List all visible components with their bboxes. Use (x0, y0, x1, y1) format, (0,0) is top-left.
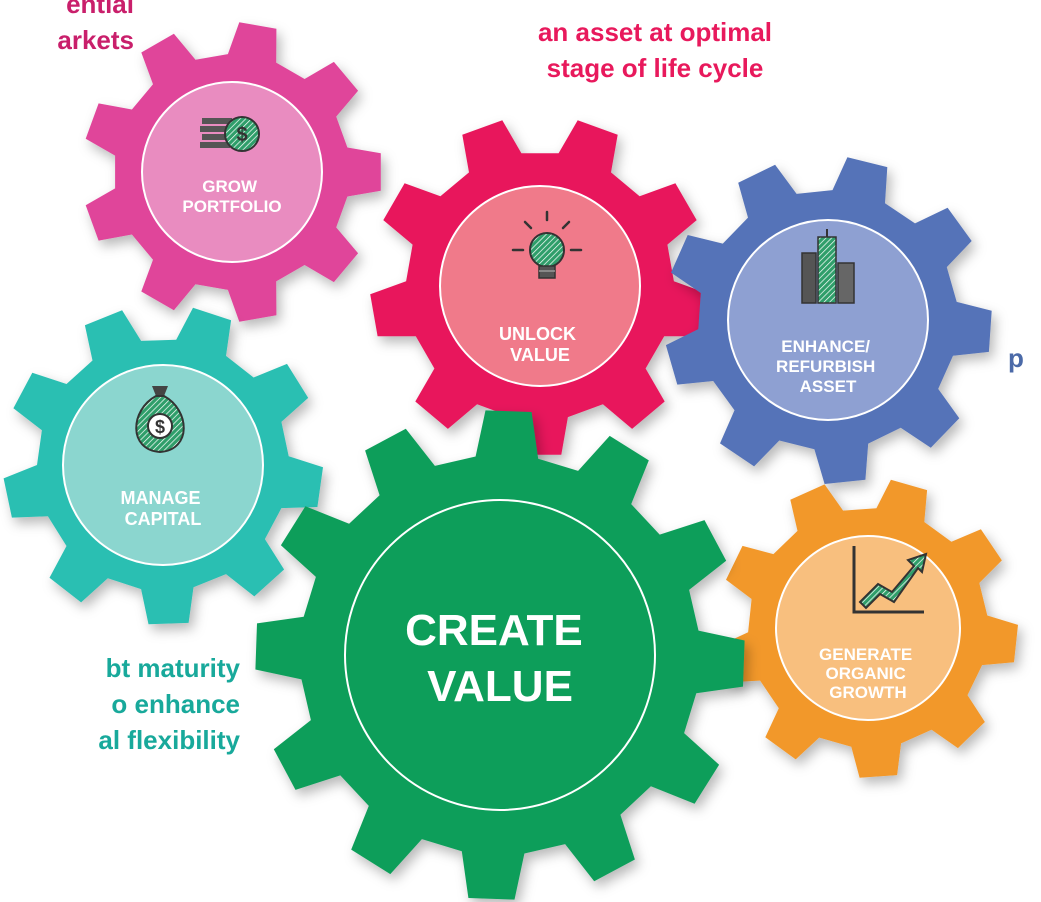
grow-portfolio-inner-disc (141, 81, 323, 263)
generate-growth-label: GENERATE ORGANIC GROWTH (819, 645, 917, 702)
caption-bottom-left-line-1: bt maturity (105, 653, 240, 683)
buildings-icon (801, 229, 855, 304)
caption-bottom-left-line-2: o enhance (111, 689, 240, 719)
lightbulb-icon (511, 210, 583, 279)
coins-icon: $ (200, 116, 260, 152)
unlock-value-label: UNLOCK VALUE (499, 324, 581, 365)
create-value-inner-ring (344, 499, 656, 811)
svg-text:$: $ (236, 124, 247, 146)
caption-top-left-line-1: ential (66, 0, 134, 19)
create-value-label: CREATE VALUE (405, 606, 595, 711)
generate-growth-inner-disc (775, 535, 961, 721)
enhance-asset-label: ENHANCE/ REFURBISH ASSET (776, 337, 880, 396)
create-value-gear-body (255, 410, 745, 900)
enhance-asset-inner-disc (727, 219, 929, 421)
unlock-value-inner-disc (439, 185, 641, 387)
caption-right-fragment: p (1008, 340, 1024, 376)
caption-right-fragment-text: p (1008, 343, 1024, 373)
gear-unlock-value: UNLOCK VALUE (370, 120, 710, 455)
caption-top-center-line-2: stage of life cycle (546, 53, 764, 83)
growth-chart-icon (852, 546, 928, 614)
caption-top-left-line-2: arkets (57, 25, 134, 55)
manage-capital-label: MANAGE CAPITAL (120, 488, 205, 529)
caption-top-center-line-1: an asset at optimal (537, 17, 773, 47)
caption-top-center: an asset at optimal stage of life cycle (470, 14, 840, 86)
grow-portfolio-label: GROW PORTFOLIO (182, 177, 281, 216)
caption-top-left: ential arkets (0, 0, 134, 58)
caption-bottom-left: bt maturity o enhance al flexibility (0, 650, 240, 758)
caption-bottom-left-line-3: al flexibility (98, 725, 240, 755)
manage-capital-inner-disc (62, 364, 264, 566)
svg-text:$: $ (155, 417, 165, 437)
gear-manage-capital: $ MANAGE CAPITAL (3, 307, 323, 625)
gear-grow-portfolio: $ GROW PORTFOLIO (85, 22, 381, 322)
gear-create-value: CREATE VALUE (255, 410, 745, 900)
gear-generate-growth: GENERATE ORGANIC GROWTH (719, 479, 1018, 778)
gear-enhance-asset: ENHANCE/ REFURBISH ASSET (665, 157, 992, 484)
money-bag-icon: $ (135, 386, 185, 454)
